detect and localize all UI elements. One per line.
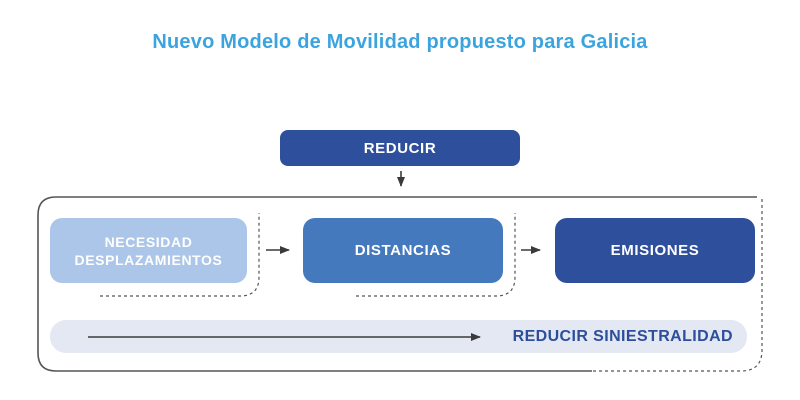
necesidad-label: NECESIDAD DESPLAZAMIENTOS: [74, 233, 223, 268]
distancias-label: DISTANCIAS: [354, 242, 452, 259]
siniestralidad-label: REDUCIR SINIESTRALIDAD: [512, 327, 733, 345]
emisiones-box: EMISIONES: [555, 218, 755, 283]
page-title: Nuevo Modelo de Movilidad propuesto para…: [152, 31, 648, 53]
siniestralidad-pill: REDUCIR SINIESTRALIDAD: [50, 320, 747, 353]
necesidad-desplazamientos-box: NECESIDAD DESPLAZAMIENTOS: [50, 218, 247, 283]
reducir-label: REDUCIR: [363, 139, 437, 157]
distancias-box: DISTANCIAS: [303, 218, 503, 283]
emisiones-label: EMISIONES: [610, 242, 700, 259]
reducir-box: REDUCIR: [280, 130, 520, 166]
